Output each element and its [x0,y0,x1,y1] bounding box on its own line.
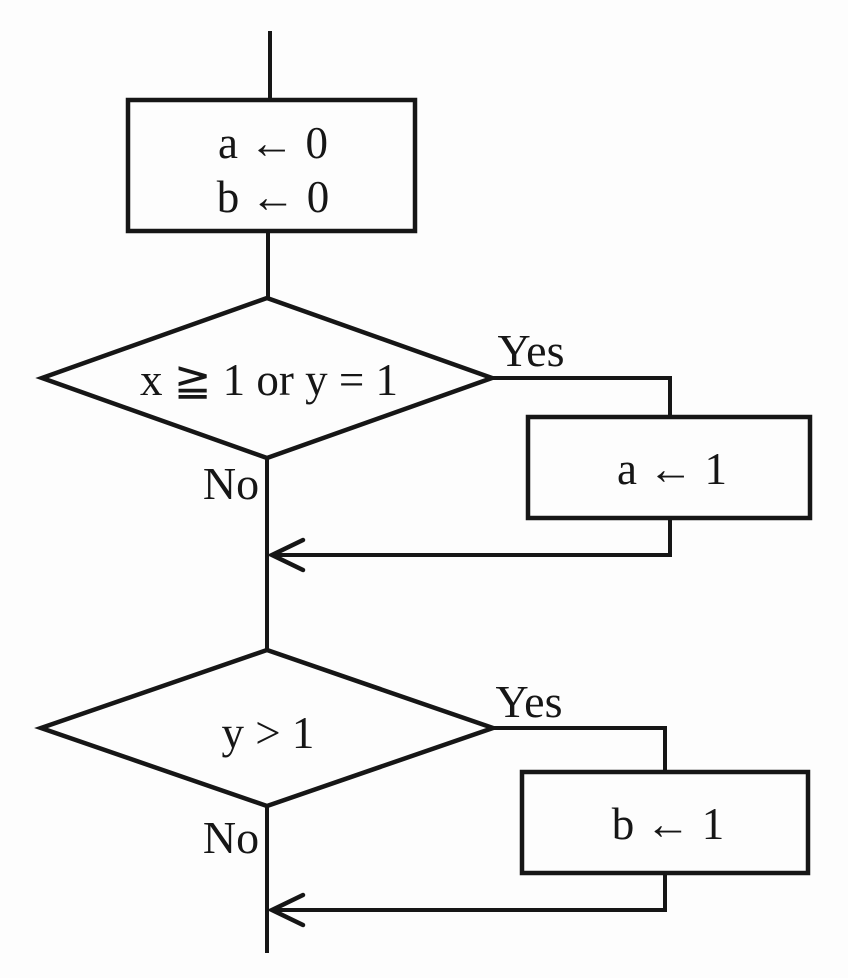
assign-b-label: b ← 1 [612,799,725,849]
node-assign-a-box [525,414,813,521]
node-decision1-diamond [35,295,499,461]
arrowhead-return2 [266,892,306,928]
decision1-yes-label: Yes [498,325,565,376]
decision2-yes-label: Yes [496,676,563,727]
assign-a-label: a ← 1 [617,444,727,494]
init-box-line2: b ← 0 [217,172,330,222]
node-init-box [125,97,418,234]
decision2-no-label: No [203,812,259,863]
init-box-line1: a ← 0 [218,118,328,168]
node-decision2-diamond [34,647,500,809]
arrowhead-return1 [266,537,306,573]
node-assign-b-box [519,769,811,876]
decision1-no-label: No [203,458,259,509]
decision1-label: x ≧ 1 or y = 1 [140,355,398,405]
decision2-label: y > 1 [222,708,315,758]
